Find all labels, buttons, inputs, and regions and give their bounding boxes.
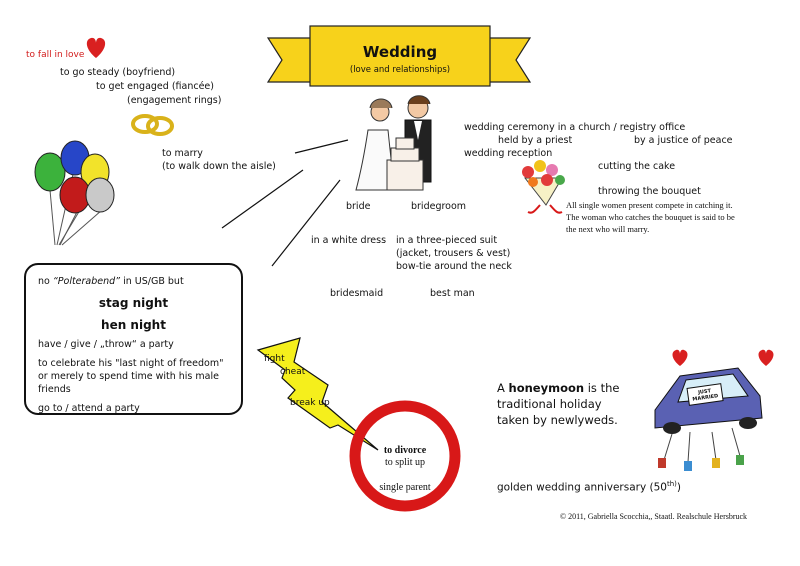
celebrate-text-2: or merely to spend time with his male	[38, 371, 219, 382]
to-marry-text: to marry	[162, 148, 203, 159]
ceremony-text: wedding ceremony in a church / registry …	[464, 122, 686, 133]
bride-text: bride	[346, 201, 371, 212]
hen-night-text: hen night	[101, 318, 166, 332]
split-up-text: to split up	[384, 457, 425, 468]
reception-text: wedding reception	[464, 148, 553, 159]
honeymoon-line-2: traditional holiday	[497, 397, 602, 411]
divorce-text: to divorce	[383, 445, 427, 456]
bouquet-text: throwing the bouquet	[598, 186, 701, 197]
honeymoon-word: honeymoon	[508, 381, 585, 395]
attend-party-text: go to / attend a party	[38, 403, 140, 414]
balloons-icon	[34, 140, 115, 246]
connector-line	[271, 179, 341, 267]
honeymoon-line-1: A honeymoon is the	[497, 381, 620, 395]
engagement-rings-text: (engagement rings)	[127, 95, 222, 106]
bouquet-note-1: All single women present compete in catc…	[566, 200, 733, 210]
anniversary-text: golden wedding anniversary (50th))	[497, 480, 681, 494]
walk-aisle-text: (to walk down the aisle)	[162, 161, 276, 172]
single-parent-text: single parent	[379, 482, 431, 493]
bridegroom-text: bridegroom	[411, 201, 467, 212]
connector-line	[221, 169, 304, 229]
suit-detail-text: (jacket, trousers & vest)	[396, 248, 511, 259]
divorce-ring	[349, 400, 461, 512]
heart-icon	[672, 349, 688, 366]
bride-groom-icon	[355, 95, 432, 191]
celebrate-text-1: to celebrate his "last night of freedom"	[38, 358, 224, 369]
rings-icon	[131, 114, 174, 136]
polterabend-line: no “Polterabend” in US/GB but	[38, 276, 184, 287]
bowtie-text: bow-tie around the neck	[396, 261, 512, 272]
fight-text: fight	[264, 354, 285, 364]
cake-text: cutting the cake	[598, 161, 676, 172]
justice-text: by a justice of peace	[634, 135, 733, 146]
polterabend-word: “Polterabend”	[52, 276, 121, 287]
stag-night-text: stag night	[98, 296, 169, 310]
party-box: no “Polterabend” in US/GB but stag night…	[24, 263, 243, 415]
break-up-text: break up	[290, 398, 330, 408]
page-subtitle: (love and relationships)	[349, 65, 451, 75]
heart-icon	[758, 349, 774, 366]
just-married-car-icon	[654, 367, 763, 471]
page-title: Wedding	[362, 43, 438, 61]
lightning-bolt-icon	[256, 337, 379, 451]
bouquet-note-2: The woman who catches the bouquet is sai…	[566, 212, 735, 222]
copyright-text: © 2011, Gabriella Scocchia,, Staatl. Rea…	[560, 512, 748, 521]
heart-icon	[86, 37, 106, 58]
get-engaged-text: to get engaged (fiancée)	[96, 81, 214, 92]
suit-text: in a three-pieced suit	[396, 235, 498, 246]
throw-party-text: have / give / „throw“ a party	[38, 339, 174, 350]
go-steady-text: to go steady (boyfriend)	[60, 67, 176, 78]
priest-text: held by a priest	[498, 135, 573, 146]
connector-line	[294, 139, 349, 154]
fall-in-love-text: to fall in love	[26, 50, 85, 60]
banner-ribbon	[266, 25, 532, 87]
best-man-text: best man	[430, 288, 475, 299]
bouquet-icon	[522, 160, 565, 214]
white-dress-text: in a white dress	[311, 235, 387, 246]
celebrate-text-3: friends	[38, 384, 71, 395]
honeymoon-line-3: taken by newlyweds.	[497, 413, 618, 427]
bouquet-note-3: the next who will marry.	[566, 224, 650, 234]
bridesmaid-text: bridesmaid	[330, 288, 384, 299]
cheat-text: cheat	[280, 367, 306, 377]
